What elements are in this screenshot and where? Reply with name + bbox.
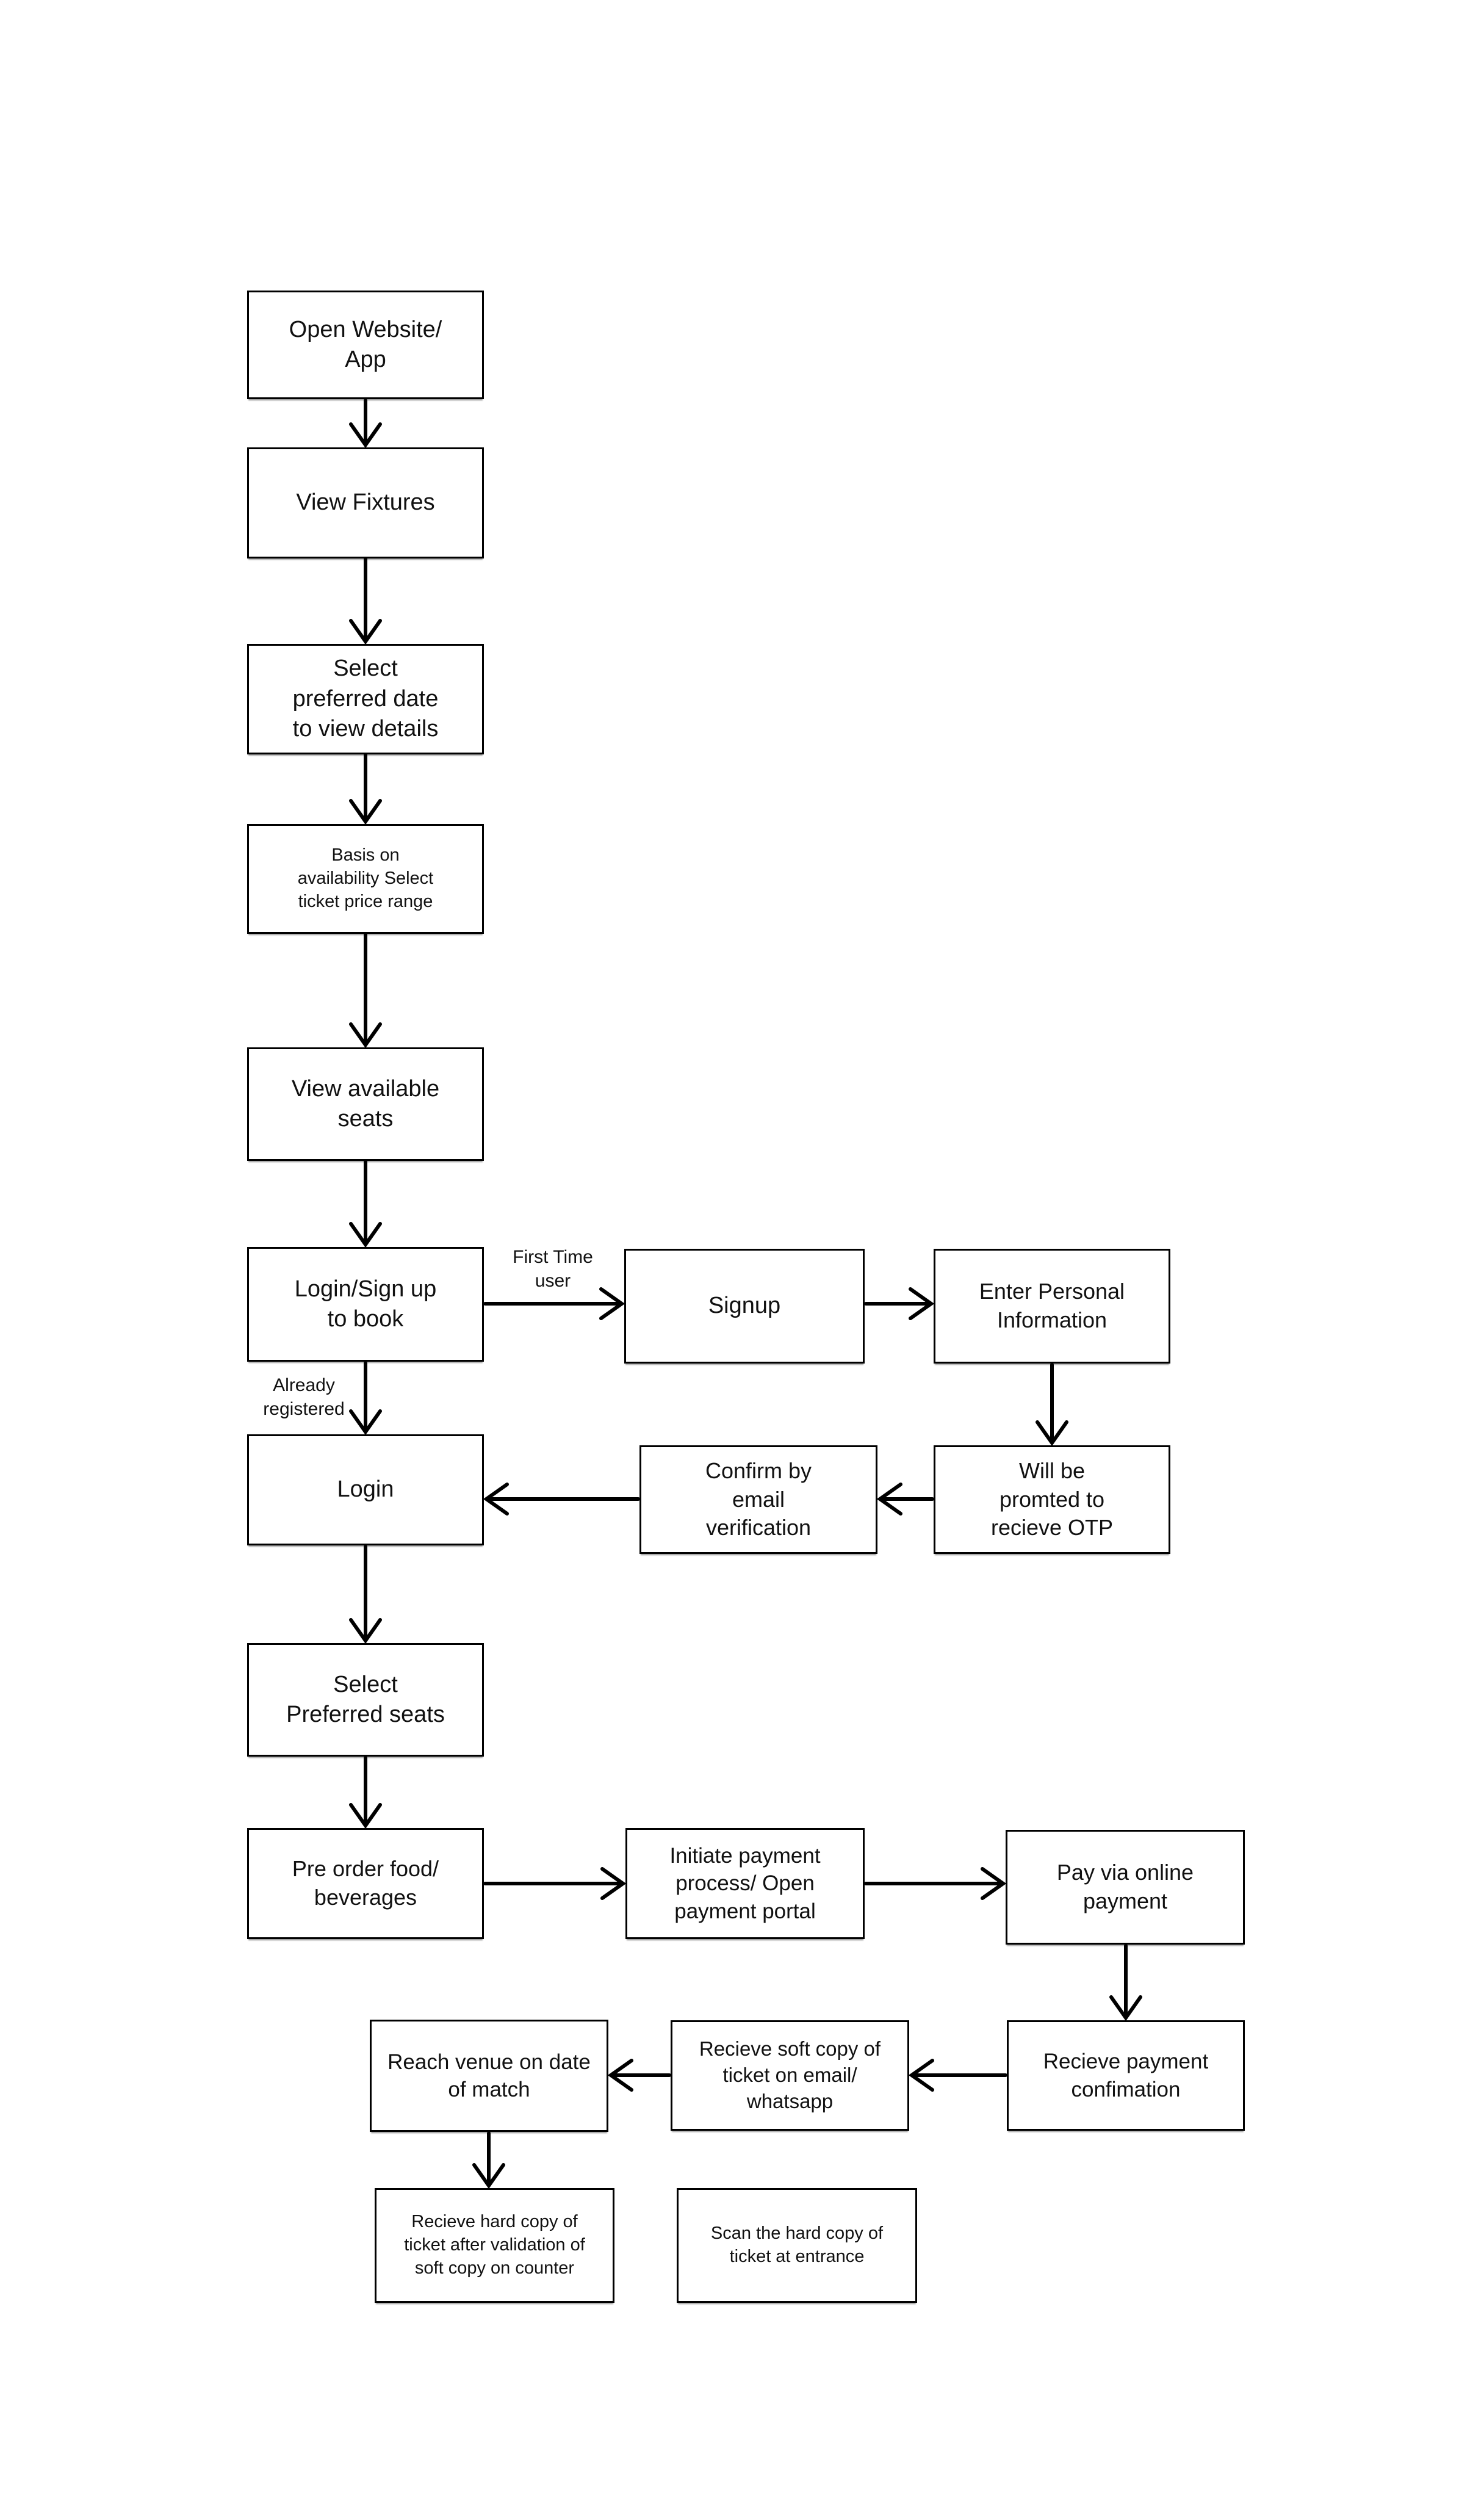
- node-login-signup: Login/Sign up to book: [247, 1247, 484, 1362]
- edge-enter-personal-to-otp: [1036, 1363, 1068, 1447]
- edge-otp-to-confirm-email: [876, 1483, 934, 1516]
- node-select-seats: Select Preferred seats: [247, 1643, 484, 1757]
- node-open-website: Open Website/ App: [247, 291, 484, 399]
- edge-view-seats-to-login-signup: [349, 1160, 382, 1248]
- edge-reach-venue-to-hard-copy: [472, 2131, 505, 2189]
- edge-label-already-registered: Already registered: [263, 1375, 345, 1419]
- node-scan-ticket: Scan the hard copy of ticket at entrance: [677, 2188, 917, 2303]
- edge-basis-availability-to-view-seats: [349, 933, 382, 1049]
- node-basis-availability: Basis on availability Select ticket pric…: [247, 824, 484, 934]
- node-view-seats: View available seats: [247, 1047, 484, 1161]
- edge-open-website-to-view-fixtures: [349, 399, 382, 449]
- node-confirm-email: Confirm by email verification: [639, 1445, 877, 1554]
- edge-initiate-payment-to-pay-online: [864, 1867, 1007, 1900]
- edge-pre-order-to-initiate-payment: [483, 1867, 627, 1900]
- edge-select-date-to-basis-availability: [349, 753, 382, 825]
- node-pay-online: Pay via online payment: [1006, 1830, 1245, 1945]
- edge-label-first-time-user: First Time user: [513, 1247, 593, 1291]
- node-enter-personal: Enter Personal Information: [934, 1249, 1170, 1364]
- edge-login-signup-to-signup: [483, 1287, 625, 1320]
- node-otp: Will be promted to recieve OTP: [934, 1445, 1170, 1554]
- edge-pay-online-to-payment-confirmation: [1109, 1944, 1142, 2021]
- node-reach-venue: Reach venue on date of match: [370, 2020, 608, 2132]
- edge-confirm-email-to-login: [483, 1483, 640, 1516]
- node-soft-copy: Recieve soft copy of ticket on email/ wh…: [671, 2020, 909, 2131]
- node-login: Login: [247, 1434, 484, 1545]
- node-view-fixtures: View Fixtures: [247, 447, 484, 558]
- edge-login-signup-to-login: [349, 1361, 382, 1436]
- node-hard-copy: Recieve hard copy of ticket after valida…: [375, 2188, 614, 2303]
- edge-signup-to-enter-personal: [864, 1287, 935, 1320]
- node-payment-confirmation: Recieve payment confimation: [1007, 2020, 1245, 2131]
- node-pre-order: Pre order food/ beverages: [247, 1828, 484, 1939]
- edge-login-to-select-seats: [349, 1545, 382, 1644]
- node-signup: Signup: [624, 1249, 865, 1364]
- node-initiate-payment: Initiate payment process/ Open payment p…: [625, 1828, 865, 1939]
- edge-select-seats-to-pre-order: [349, 1756, 382, 1829]
- edge-payment-confirmation-to-soft-copy: [908, 2059, 1007, 2092]
- edge-view-fixtures-to-select-date: [349, 557, 382, 645]
- node-select-date: Select preferred date to view details: [247, 644, 484, 754]
- edge-soft-copy-to-reach-venue: [607, 2059, 671, 2092]
